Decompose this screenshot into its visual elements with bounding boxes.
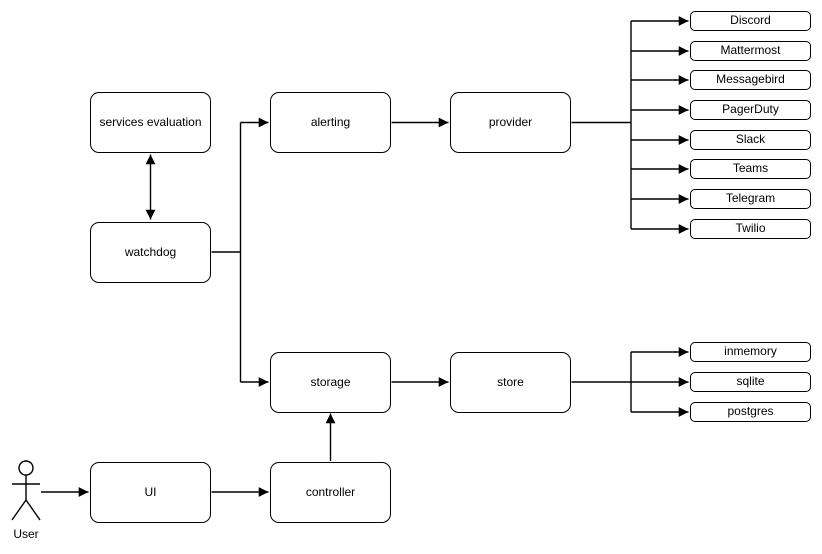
node-ui: UI: [90, 462, 211, 523]
node-label: alerting: [310, 114, 351, 129]
user-actor-icon: [11, 460, 41, 521]
node-label: provider: [488, 114, 533, 129]
node-label: Messagebird: [716, 72, 785, 87]
node-watchdog: watchdog: [90, 222, 211, 283]
node-provider: provider: [450, 92, 571, 153]
edge-watchdog-branch: [211, 117, 269, 387]
edge-store-fanout: [571, 347, 689, 417]
node-messagebird: Messagebird: [690, 70, 811, 90]
node-services-evaluation: services evaluation: [90, 92, 211, 153]
node-teams: Teams: [690, 159, 811, 179]
node-inmemory: inmemory: [690, 342, 811, 362]
node-label: Twilio: [735, 221, 766, 236]
node-store: store: [450, 352, 571, 413]
node-label: Mattermost: [720, 43, 781, 58]
node-label: Telegram: [725, 191, 776, 206]
node-label: controller: [305, 484, 356, 499]
node-label: PagerDuty: [722, 102, 779, 117]
node-label: Teams: [732, 161, 769, 176]
node-storage: storage: [270, 352, 391, 413]
node-sqlite: sqlite: [690, 372, 811, 392]
node-postgres: postgres: [690, 402, 811, 422]
node-pagerduty: PagerDuty: [690, 100, 811, 120]
node-controller: controller: [270, 462, 391, 523]
node-label: Discord: [730, 13, 771, 28]
node-label: inmemory: [724, 344, 777, 359]
node-label: watchdog: [124, 244, 177, 259]
node-slack: Slack: [690, 130, 811, 150]
node-label: store: [497, 374, 524, 389]
user-actor-label: User: [13, 527, 39, 541]
node-discord: Discord: [690, 11, 811, 31]
node-label: sqlite: [736, 374, 765, 389]
node-label: services evaluation: [99, 114, 202, 129]
node-label: Slack: [735, 132, 766, 147]
node-label: UI: [144, 484, 157, 499]
node-alerting: alerting: [270, 92, 391, 153]
node-mattermost: Mattermost: [690, 41, 811, 61]
node-label: postgres: [727, 404, 774, 419]
edge-provider-fanout: [571, 16, 689, 234]
node-twilio: Twilio: [690, 219, 811, 239]
node-label: storage: [310, 374, 351, 389]
node-telegram: Telegram: [690, 189, 811, 209]
